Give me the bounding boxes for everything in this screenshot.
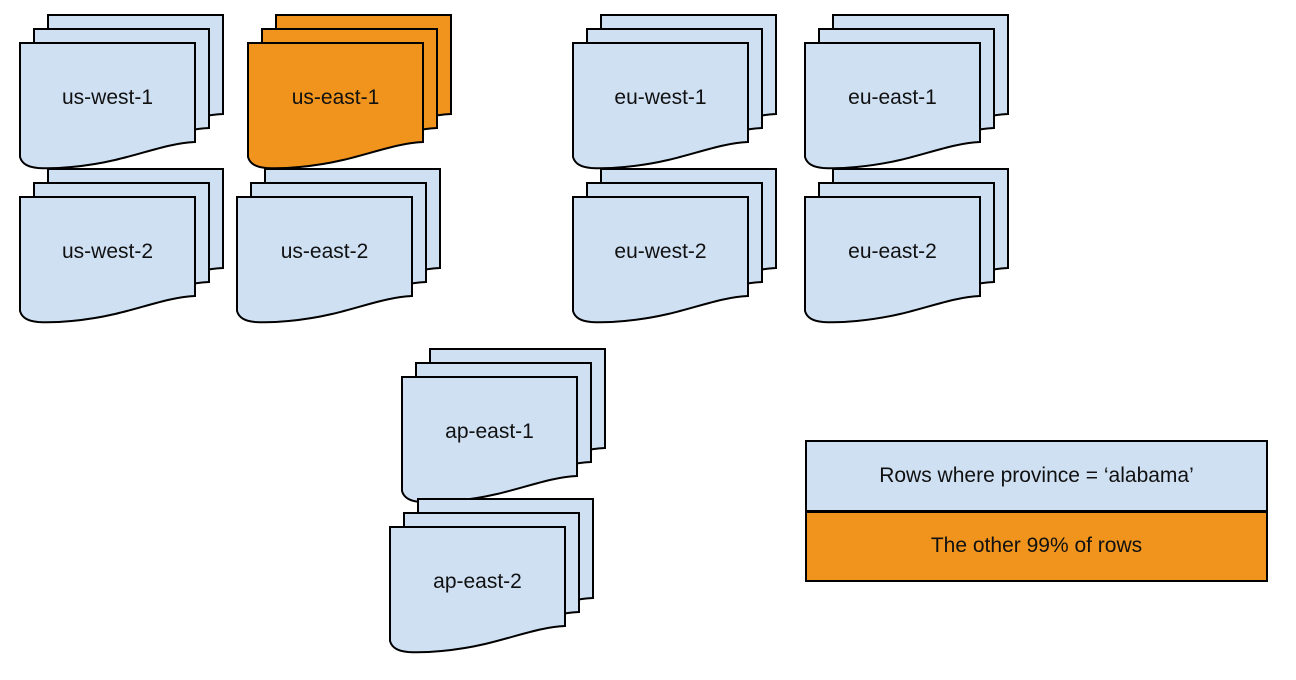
region-stack-us-west-2: us-west-2: [18, 167, 225, 327]
legend-item-other-rows: The other 99% of rows: [807, 512, 1266, 580]
legend-item-alabama-rows: Rows where province = ‘alabama’: [807, 442, 1266, 513]
legend-item-label: Rows where province = ‘alabama’: [879, 463, 1194, 487]
region-label-us-east-2: us-east-2: [280, 240, 369, 263]
region-label-us-west-1: us-west-1: [61, 86, 154, 109]
region-stack-eu-west-2: eu-west-2: [571, 167, 778, 327]
region-stack-eu-east-2: eu-east-2: [803, 167, 1010, 327]
region-stack-ap-east-2: ap-east-2: [388, 497, 595, 657]
region-label-us-west-2: us-west-2: [61, 240, 154, 263]
region-stack-us-east-1: us-east-1: [246, 13, 453, 173]
region-label-eu-east-2: eu-east-2: [848, 240, 937, 263]
legend: Rows where province = ‘alabama’ The othe…: [805, 440, 1268, 582]
region-label-ap-east-2: ap-east-2: [433, 570, 522, 593]
region-label-eu-west-1: eu-west-1: [614, 86, 707, 109]
region-stack-eu-east-1: eu-east-1: [803, 13, 1010, 173]
region-stack-us-west-1: us-west-1: [18, 13, 225, 173]
region-stack-eu-west-1: eu-west-1: [571, 13, 778, 173]
legend-item-label: The other 99% of rows: [930, 534, 1143, 558]
region-stack-ap-east-1: ap-east-1: [400, 347, 607, 507]
region-label-eu-west-2: eu-west-2: [614, 240, 707, 263]
region-stack-us-east-2: us-east-2: [235, 167, 442, 327]
region-label-eu-east-1: eu-east-1: [848, 86, 937, 109]
region-label-ap-east-1: ap-east-1: [445, 420, 534, 443]
region-label-us-east-1: us-east-1: [291, 86, 380, 109]
